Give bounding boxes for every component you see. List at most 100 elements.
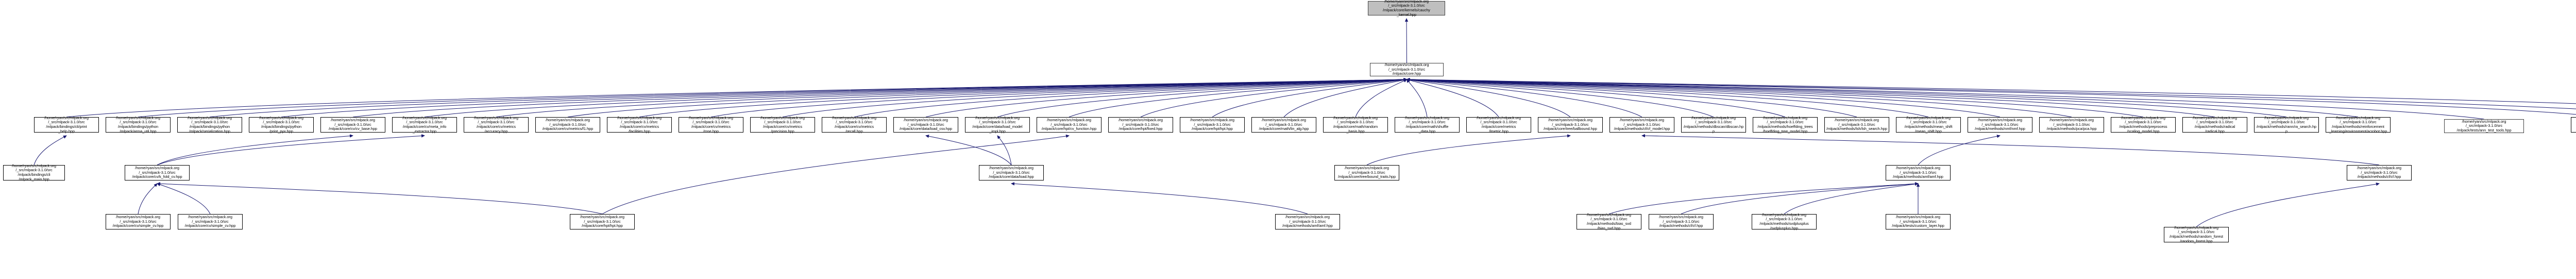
graph-node-label: /home/ryan/src/mlpack.org/_src/mlpack-3.…	[1384, 62, 1429, 76]
graph-edge	[1140, 78, 1408, 118]
graph-node-label: /home/ryan/src/mlpack.org/_src/mlpack-3.…	[132, 166, 182, 179]
graph-node[interactable]: /home/ryan/src/mlpack.org/_src/mlpack-3.…	[1466, 116, 1531, 133]
graph-node[interactable]: /home/ryan/src/mlpack.org/_src/mlpack-3.…	[1968, 117, 2032, 133]
graph-node[interactable]: /home/ryan/src/mlpack.org/_src/mlpack-3.…	[1538, 117, 1603, 133]
graph-node-label: /home/ryan/src/mlpack.org/_src/mlpack-3.…	[972, 115, 1023, 134]
graph-node[interactable]: /home/ryan/src/mlpack.org/_src/mlpack-3.…	[535, 117, 600, 133]
graph-node[interactable]: /home/ryan/src/mlpack.org/_src/mlpack-3.…	[2039, 117, 2104, 133]
graph-node[interactable]: /home/ryan/src/mlpack.org/_src/mlpack-3.…	[177, 116, 242, 133]
graph-node-label: /home/ryan/src/mlpack.org/_src/mlpack-3.…	[1893, 166, 1943, 179]
graph-node[interactable]: /home/ryan/src/mlpack.org/_src/mlpack-3.…	[1649, 214, 1714, 229]
graph-node-label: /home/ryan/src/mlpack.org/_src/mlpack-3.…	[474, 115, 518, 134]
graph-node[interactable]: /home/ryan/src/mlpack.org/_src/mlpack-3.…	[1609, 117, 1674, 133]
graph-node-label: /home/ryan/src/mlpack.org/_src/mlpack-3.…	[1892, 215, 1944, 228]
graph-node[interactable]: /home/ryan/src/mlpack.org/_src/mlpack-3.…	[822, 115, 887, 134]
graph-node[interactable]: /home/ryan/src/mlpack.org/_src/mlpack-3.…	[1395, 115, 1460, 134]
graph-node[interactable]: /home/ryan/src/mlpack.org/_src/mlpack-3.…	[1886, 214, 1951, 229]
graph-node-label: /home/ryan/src/mlpack.org/_src/mlpack-3.…	[900, 118, 952, 132]
graph-edge	[1283, 78, 1408, 118]
graph-edge	[496, 77, 1408, 118]
graph-edge	[567, 78, 1408, 118]
graph-node[interactable]: /home/ryan/src/mlpack.org/_src/mlpack-3.…	[1896, 116, 1961, 133]
graph-node[interactable]: /home/ryan/src/mlpack.org/_src/mlpack-3.…	[249, 116, 314, 133]
graph-node[interactable]: /home/ryan/src/mlpack.org/_src/mlpack-3.…	[1334, 165, 1399, 180]
graph-node[interactable]: /home/ryan/src/mlpack.org/_src/mlpack-3.…	[1323, 115, 1388, 134]
graph-node-label: /home/ryan/src/mlpack.org/_src/mlpack-3.…	[1683, 115, 1744, 134]
graph-node[interactable]: /home/ryan/src/mlpack.org/_src/mlpack-3.…	[34, 115, 99, 134]
graph-edge	[925, 135, 1012, 166]
graph-node[interactable]: /home/ryan/src/mlpack.org/_src/mlpack-3.…	[1824, 117, 1889, 133]
graph-edge	[1406, 78, 1642, 118]
graph-node-label: /home/ryan/src/mlpack.org/_src/mlpack-3.…	[12, 163, 56, 182]
graph-edge	[157, 134, 353, 166]
graph-node[interactable]: /home/ryan/src/mlpack.org/_src/mlpack-3.…	[2164, 225, 2229, 243]
graph-node[interactable]: /home/ryan/src/mlpack.org/_src/mlpack-3.…	[1275, 214, 1340, 229]
graph-node[interactable]: /home/ryan/src/mlpack.org/_src/mlpack-3.…	[106, 116, 171, 133]
graph-node[interactable]: /home/ryan/src/mlpack.org/_src/mlpack-3.…	[178, 214, 243, 229]
graph-edge	[1406, 79, 1428, 118]
graph-node[interactable]: /home/ryan/src/mlpack.org/_src/mlpack-3.…	[2444, 119, 2524, 133]
graph-node[interactable]: /home/ryan/src/mlpack.org/_src/mlpack-3.…	[893, 117, 958, 133]
graph-node[interactable]: /home/ryan/src/mlpack.org/_src/mlpack-3.…	[1681, 115, 1746, 134]
graph-edge	[157, 134, 425, 166]
graph-node[interactable]: /home/ryan/src/mlpack.org/_src/mlpack-3.…	[2111, 115, 2176, 134]
graph-node[interactable]: /home/ryan/src/mlpack.org/_src/mlpack-3.…	[1577, 212, 1641, 231]
graph-edge	[782, 78, 1408, 118]
graph-node-label: /home/ryan/src/mlpack.org/_src/mlpack-3.…	[1826, 118, 1887, 132]
graph-edge	[1212, 78, 1408, 118]
graph-node[interactable]: /home/ryan/src/mlpack.org/_src/mlpack-3.…	[1180, 117, 1245, 133]
graph-node[interactable]: /home/ryan/src/mlpack.org/_src/mlpack-3.…	[2182, 116, 2247, 133]
graph-edge	[1406, 78, 1929, 118]
graph-node[interactable]: /home/ryan/src/mlpack.org/_src/mlpack-3.…	[1370, 62, 1444, 76]
graph-node[interactable]: /home/ryan/src/mlpack.org/_src/mlpack-3.…	[1108, 117, 1173, 133]
graph-node[interactable]: /home/ryan/src/mlpack.org/_src/mlpack-3.…	[1037, 117, 1101, 133]
graph-edge	[66, 77, 1408, 118]
graph-edge	[1406, 78, 1714, 118]
graph-node-label: /home/ryan/src/mlpack.org/_src/mlpack-3.…	[44, 115, 89, 134]
graph-edge	[1918, 135, 2001, 166]
graph-edge	[1406, 78, 2215, 118]
graph-edge	[854, 78, 1408, 118]
graph-edge	[1406, 77, 2484, 120]
graph-node[interactable]: /home/ryan/src/mlpack.org/_src/mlpack-3.…	[125, 165, 190, 180]
graph-node-label: /home/ryan/src/mlpack.org/_src/mlpack-3.…	[1614, 118, 1670, 132]
graph-edge	[1366, 134, 1571, 166]
graph-node[interactable]: /home/ryan/src/mlpack.org/_src/mlpack-3.…	[392, 116, 457, 133]
graph-node[interactable]: /home/ryan/src/mlpack.org/_src/mlpack-3.…	[570, 214, 635, 229]
graph-edge	[1406, 78, 2001, 118]
graph-node[interactable]: /home/ryan/src/mlpack.org/_src/mlpack-3.…	[607, 116, 672, 133]
graph-node[interactable]: /home/ryan/src/mlpack.org/_src/mlpack-3.…	[2571, 117, 2576, 133]
graph-node-label: /home/ryan/src/mlpack.org/_src/mlpack-3.…	[1405, 115, 1449, 134]
graph-node[interactable]: /home/ryan/src/mlpack.org/_src/mlpack-3.…	[464, 115, 529, 134]
graph-node[interactable]: /home/ryan/src/mlpack.org/_src/mlpack-3.…	[750, 116, 815, 133]
graph-node[interactable]: /home/ryan/src/mlpack.org/_src/mlpack-3.…	[1753, 116, 1818, 133]
graph-node[interactable]: /home/ryan/src/mlpack.org/_src/mlpack-3.…	[320, 117, 385, 133]
graph-node-label: /home/ryan/src/mlpack.org/_src/mlpack-3.…	[832, 115, 876, 134]
graph-node[interactable]: /home/ryan/src/mlpack.org/_src/mlpack-3.…	[2347, 165, 2412, 180]
graph-edge	[639, 78, 1408, 118]
graph-node[interactable]: /home/ryan/src/mlpack.org/_src/mlpack-3.…	[2254, 116, 2319, 133]
graph-node-label: /home/ryan/src/mlpack.org/_src/mlpack-3.…	[1259, 118, 1309, 132]
graph-edge	[352, 77, 1408, 118]
graph-node-label: /home/ryan/src/mlpack.org/_src/mlpack-3.…	[1587, 212, 1631, 231]
graph-node[interactable]: /home/ryan/src/mlpack.org/_src/mlpack-3.…	[3, 163, 65, 182]
graph-node-label: /home/ryan/src/mlpack.org/_src/mlpack-3.…	[1544, 118, 1597, 132]
graph-node-label: /home/ryan/src/mlpack.org/_src/mlpack-3.…	[2169, 225, 2224, 243]
graph-node[interactable]: /home/ryan/src/mlpack.org/_src/mlpack-3.…	[965, 115, 1030, 134]
graph-node[interactable]: /home/ryan/src/mlpack.org/_src/mlpack-3.…	[106, 214, 171, 229]
graph-node[interactable]: /home/ryan/src/mlpack.org/_src/mlpack-3.…	[1251, 117, 1316, 133]
graph-edge	[925, 78, 1408, 118]
graph-node-label: /home/ryan/src/mlpack.org/_src/mlpack-3.…	[1333, 115, 1378, 134]
graph-edge	[1355, 79, 1408, 118]
graph-node[interactable]: /home/ryan/src/mlpack.org/_src/mlpack-3.…	[2326, 116, 2391, 133]
graph-node[interactable]: /home/ryan/src/mlpack.org/_src/mlpack-3.…	[979, 165, 1044, 180]
graph-node-root[interactable]: /home/ryan/src/mlpack.org/_src/mlpack-3.…	[1368, 0, 1445, 17]
graph-node[interactable]: /home/ryan/src/mlpack.org/_src/mlpack-3.…	[1752, 212, 1817, 230]
graph-node[interactable]: /home/ryan/src/mlpack.org/_src/mlpack-3.…	[1886, 165, 1951, 180]
graph-node-label: /home/ryan/src/mlpack.org/_src/mlpack-3.…	[2119, 115, 2167, 134]
graph-node[interactable]: /home/ryan/src/mlpack.org/_src/mlpack-3.…	[679, 116, 743, 133]
graph-node-label: /home/ryan/src/mlpack.org/_src/mlpack-3.…	[2046, 118, 2097, 132]
graph-node-label: /home/ryan/src/mlpack.org/_src/mlpack-3.…	[989, 166, 1034, 179]
graph-edge	[138, 183, 158, 215]
